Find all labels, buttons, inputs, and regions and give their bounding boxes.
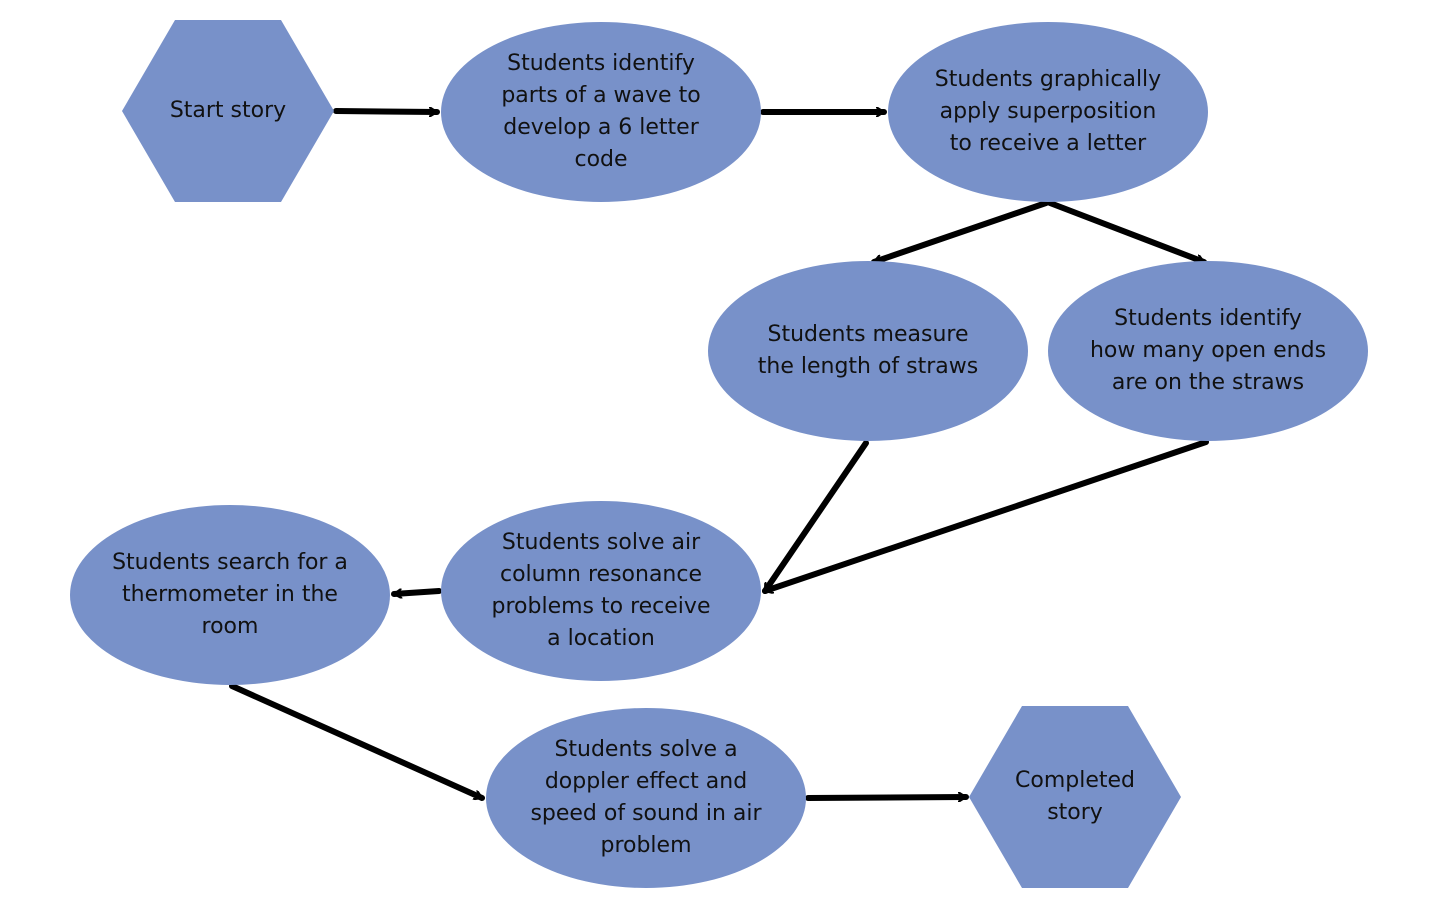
ellipse-shape xyxy=(441,501,761,681)
node-label-line: the length of straws xyxy=(758,354,978,379)
ellipse-shape xyxy=(888,22,1208,202)
ellipse-shape xyxy=(1048,261,1368,441)
node-label-line: a location xyxy=(547,626,655,651)
node-label-line: column resonance xyxy=(500,562,702,587)
node-label-line: room xyxy=(202,614,259,639)
node-label-line: problem xyxy=(600,833,691,858)
node-label-line: to receive a letter xyxy=(950,131,1147,156)
arrow-identify-open-ends-to-air-column-resonance xyxy=(762,439,1209,591)
node-label-line: Students identify xyxy=(1114,306,1302,331)
node-label-line: Students identify xyxy=(507,51,695,76)
node-label-line: speed of sound in air xyxy=(530,801,762,826)
arrow-measure-straws-to-air-column-resonance xyxy=(762,440,869,594)
node-label-line: doppler effect and xyxy=(545,769,747,794)
node-label-line: thermometer in the xyxy=(122,582,338,607)
node-label-line: code xyxy=(574,147,627,172)
node-label-line: parts of a wave to xyxy=(501,83,700,108)
arrow-apply-superposition-to-identify-open-ends xyxy=(1047,200,1207,265)
node-air-column-resonance: Students solve air column resonance proble… xyxy=(441,501,761,681)
ellipse-shape xyxy=(486,708,806,888)
ellipse-shape xyxy=(441,22,761,202)
node-start-story: Start story xyxy=(122,20,334,202)
node-label-line: Students solve a xyxy=(554,737,737,762)
node-label-line: Students solve air xyxy=(502,530,701,555)
edges-layer xyxy=(229,111,1209,801)
node-search-thermometer: Students search for a thermometer in the r… xyxy=(70,505,390,685)
arrow-start-story-to-identify-wave-parts xyxy=(333,111,440,112)
node-label-line: Completed xyxy=(1015,768,1135,793)
hexagon-shape xyxy=(969,706,1181,888)
arrow-doppler-effect-to-completed-story xyxy=(805,797,969,798)
arrow-apply-superposition-to-measure-straws xyxy=(871,200,1049,262)
ellipse-shape xyxy=(70,505,390,685)
node-label-line: Students measure xyxy=(767,322,968,347)
node-identify-open-ends: Students identify how many open ends are o… xyxy=(1048,261,1368,441)
node-label-line: Students search for a xyxy=(112,550,348,575)
node-label-line: apply superposition xyxy=(940,99,1157,124)
ellipse-shape xyxy=(708,261,1028,441)
node-label-line: how many open ends xyxy=(1090,338,1326,363)
arrow-search-thermometer-to-doppler-effect xyxy=(229,683,485,801)
node-label-line: Students graphically xyxy=(935,67,1161,92)
node-identify-wave-parts: Students identify parts of a wave to devel… xyxy=(441,22,761,202)
node-label-line: develop a 6 letter xyxy=(503,115,699,140)
node-measure-straws: Students measure the length of straws xyxy=(708,261,1028,441)
node-label-line: problems to receive xyxy=(492,594,711,619)
node-apply-superposition: Students graphically apply superposition t… xyxy=(888,22,1208,202)
hexagon-shape xyxy=(122,20,334,202)
node-label-line: are on the straws xyxy=(1112,370,1304,395)
arrow-air-column-resonance-to-search-thermometer xyxy=(391,588,442,594)
node-doppler-effect: Students solve a doppler effect and speed … xyxy=(486,708,806,888)
node-completed-story: Completed story xyxy=(969,706,1181,888)
node-label-line: Start story xyxy=(170,98,286,123)
node-label-line: story xyxy=(1047,800,1103,825)
